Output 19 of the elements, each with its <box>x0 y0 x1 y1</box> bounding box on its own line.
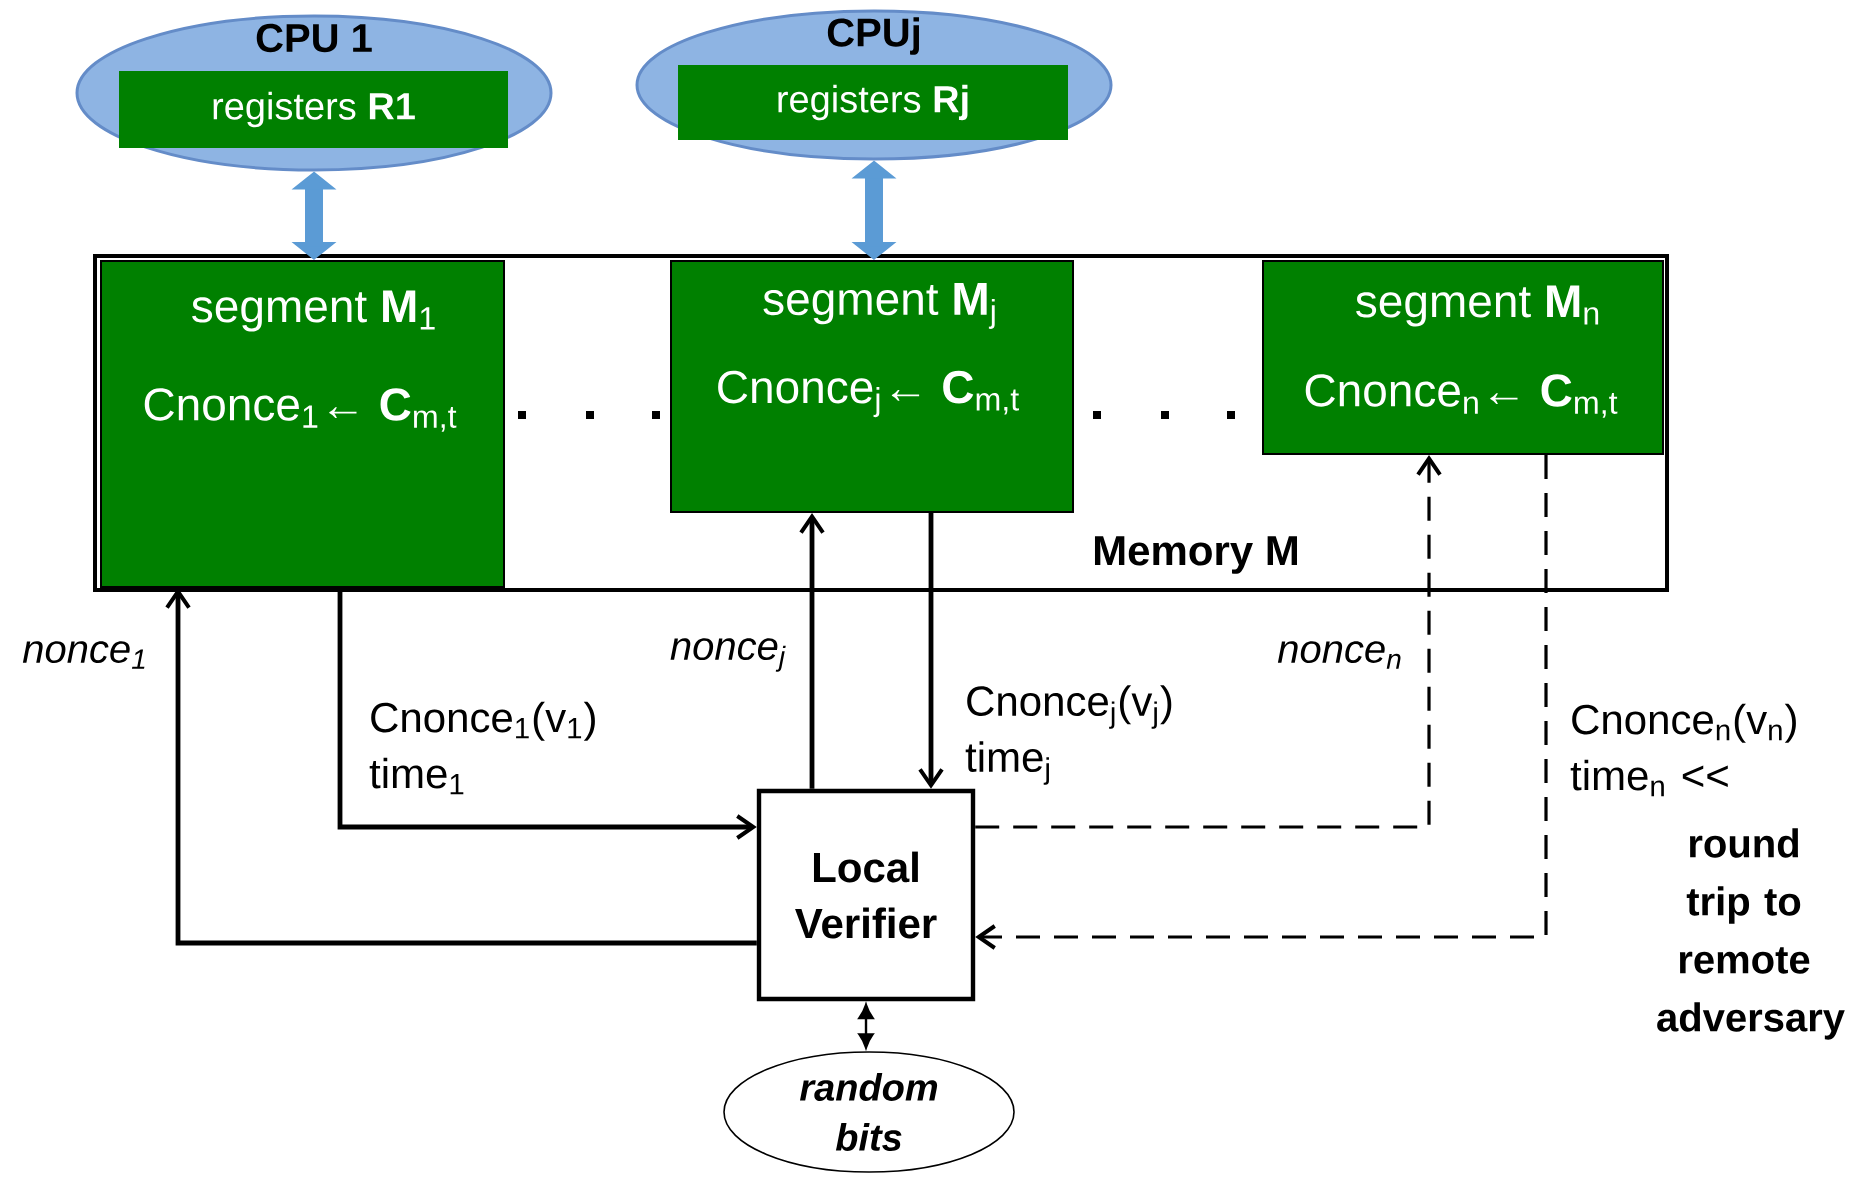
edge-label: Cnonce$_{1}$(v$_{1}$) time$_{1}$ <box>369 701 595 795</box>
register-box: registers Rj <box>678 65 1068 140</box>
note-text: round trip to remote adversary <box>1657 828 1845 1040</box>
segment-box: segment M$_{j}$ Cnonce$_{j}$← C$_{m,t}$ <box>670 260 1074 513</box>
arrow <box>165 588 757 946</box>
edge-label: Cnonce$_{j}$(v$_{j}$) time$_{j}$ <box>965 685 1172 785</box>
register-box: registers R1 <box>119 71 508 148</box>
arrow <box>799 513 825 789</box>
segment-box: segment M$_{1}$ Cnonce$_{1}$← C$_{m,t}$ <box>100 260 505 588</box>
edge-label: nonce$_{1}$ <box>22 641 145 669</box>
arrow <box>975 455 1548 950</box>
verifier-box: Local Verifier <box>756 788 976 1002</box>
edge-label: nonce$_{n}$ <box>1277 641 1401 669</box>
edge-label: Cnonce$_{n}$(v$_{n}$) time$_{n}$ << <box>1570 703 1796 797</box>
edge-label: nonce$_{j}$ <box>670 638 786 672</box>
segment-box: segment M$_{n}$ Cnonce$_{n}$← C$_{m,t}$ <box>1262 260 1664 455</box>
arrow <box>918 513 944 789</box>
double-arrow <box>858 1003 874 1049</box>
arrow <box>975 455 1442 829</box>
